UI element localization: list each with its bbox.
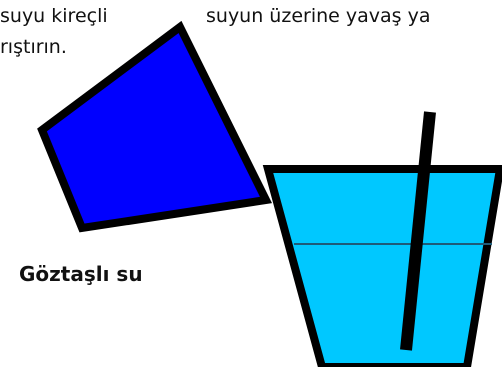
text-line-1: suyu kireçli [0,5,108,27]
label-blue-vitriol-water: Göztaşlı su [19,262,143,286]
blue-quadrilateral [37,20,273,233]
text-line-3: suyun üzerine yavaş ya [206,5,431,27]
glass [262,165,502,367]
stirring-rod [400,111,436,351]
text-line-2: rıştırın. [0,36,67,58]
